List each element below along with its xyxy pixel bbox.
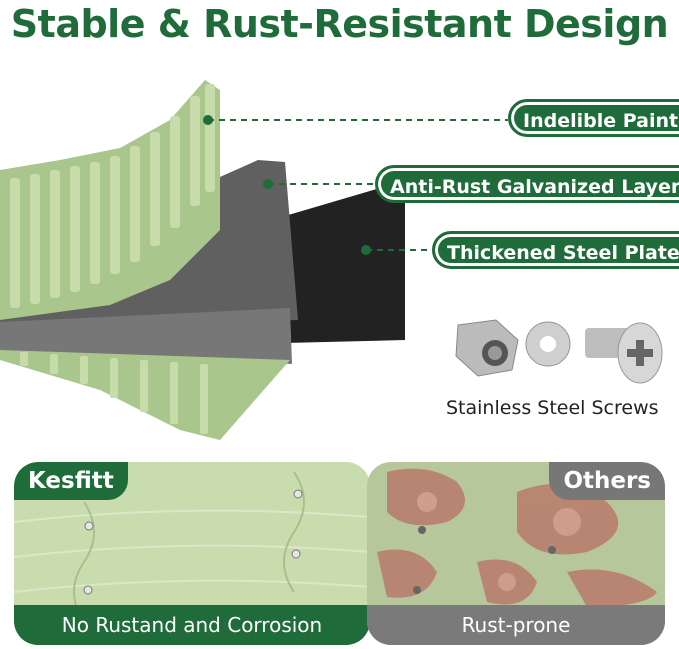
layers-svg bbox=[0, 80, 663, 440]
galvanized-layer-label: Anti-Rust Galvanized Layer bbox=[375, 165, 679, 203]
rust-texture bbox=[377, 468, 657, 607]
screw-bolt-icon bbox=[585, 322, 663, 384]
kesfitt-caption: No Rustand and Corrosion bbox=[14, 605, 370, 645]
indelible-paint-label: Indelible Paint bbox=[508, 99, 679, 137]
others-caption: Rust-prone bbox=[367, 605, 665, 645]
others-panel: Others Rust-prone bbox=[367, 462, 665, 645]
screw-nut-icon bbox=[455, 319, 519, 377]
others-badge: Others bbox=[549, 462, 665, 500]
kesfitt-panel: Kesfitt No Rustand and Corrosion bbox=[14, 462, 370, 645]
layer-illustration bbox=[0, 60, 679, 460]
page-title: Stable & Rust-Resistant Design bbox=[10, 2, 669, 46]
washer-icon bbox=[525, 321, 571, 367]
kesfitt-badge: Kesfitt bbox=[14, 462, 128, 500]
steel-plate-label: Thickened Steel Plate bbox=[432, 231, 679, 269]
paint-texture bbox=[10, 84, 215, 308]
screws-label: Stainless Steel Screws bbox=[446, 397, 659, 419]
kesfitt-panel-texture bbox=[14, 471, 370, 623]
